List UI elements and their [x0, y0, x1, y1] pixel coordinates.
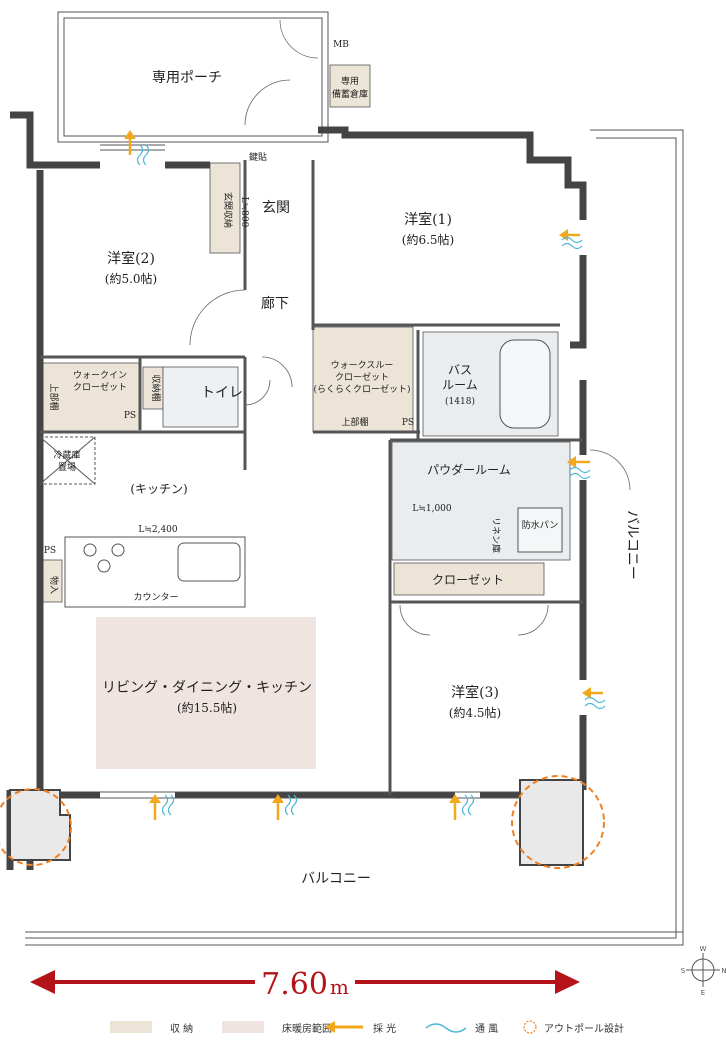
- legend-storage-swatch: [110, 1021, 152, 1033]
- light-arrow: [449, 794, 461, 820]
- storage-shelf-label: 収納棚: [150, 374, 162, 401]
- door-swings: [189, 19, 631, 636]
- balcony-outline: [25, 129, 684, 946]
- toilet-area: [162, 366, 239, 428]
- ps-label-1: PS: [124, 411, 136, 421]
- walkin-label-1: ウォークイン: [73, 370, 127, 381]
- toilet-label: トイレ: [201, 385, 243, 401]
- room3-size: (約4.5帖): [449, 705, 501, 720]
- lock-label: 鍵貼: [249, 151, 267, 163]
- closet-area: [393, 562, 545, 596]
- kitchen-label: (キッチン): [130, 482, 187, 496]
- upper-shelf-label-2: 上部棚: [341, 416, 368, 428]
- entrance-storage-dim: L≒800: [239, 197, 249, 228]
- mb-label: MB: [333, 40, 349, 50]
- entrance-label: 玄関: [262, 199, 290, 216]
- compass-e: E: [701, 989, 705, 997]
- washpan-label: 防水パン: [522, 519, 558, 531]
- powder-label: パウダールーム: [427, 462, 511, 477]
- fridge-label-1: 冷蔵庫: [53, 449, 80, 461]
- room1-size: (約6.5帖): [402, 232, 454, 247]
- ldk-name: リビング・ダイニング・キッチン: [102, 680, 312, 696]
- storage-label-2: 備蓄倉庫: [332, 88, 368, 100]
- light-arrow: [272, 794, 284, 820]
- upper-shelf-label: 上部棚: [48, 383, 60, 410]
- fridge-label-2: 置場: [58, 461, 76, 473]
- closet-label: クローゼット: [432, 573, 504, 587]
- light-arrow: [124, 130, 136, 155]
- legend-floor-heating-label: 床暖房範囲: [282, 1023, 332, 1035]
- legend-ventilation-label: 通 風: [475, 1023, 499, 1035]
- bath-size: (1418): [445, 396, 475, 407]
- room2-size: (約5.0帖): [105, 271, 157, 286]
- walkthrough-label-2: クローゼット: [335, 371, 389, 383]
- ps-label-3: PS: [44, 546, 56, 556]
- light-arrow: [567, 456, 590, 468]
- bathtub: [499, 339, 551, 429]
- legend-outpole-label: アウトポール設計: [544, 1023, 624, 1035]
- porch-outline: [57, 11, 329, 143]
- interior-walls: [40, 160, 583, 795]
- legend-outpole: アウトポール設計: [522, 1018, 624, 1036]
- vanity-dim: L≒1,000: [412, 504, 452, 514]
- storage-label-1: 専用: [341, 75, 359, 87]
- outpole-circle-left: [0, 788, 72, 866]
- windows: [100, 144, 520, 799]
- bath-label-1: バス: [448, 363, 472, 377]
- light-arrow: [582, 687, 603, 699]
- kitchen-counter: [39, 436, 246, 608]
- floor-heating-area: [96, 617, 316, 769]
- porch-label: 専用ポーチ: [152, 70, 222, 86]
- compass-w: W: [700, 945, 707, 953]
- ldk-size: (約15.5帖): [177, 700, 237, 715]
- light-arrows: [124, 130, 603, 820]
- outpole-circle-right: [511, 775, 605, 869]
- walkthrough-label-1: ウォークスルー: [331, 360, 394, 371]
- room2-name: 洋室(2): [107, 250, 155, 267]
- legend-ventilation: 通 風: [425, 1018, 498, 1036]
- entrance-storage-label: 玄関収納: [222, 192, 234, 228]
- room1-name: 洋室(1): [404, 211, 452, 228]
- storage-small-label: 物入: [48, 576, 60, 594]
- counter-dim: L≒2,400: [138, 525, 178, 535]
- room3-name: 洋室(3): [451, 684, 499, 701]
- balcony-bottom-label: バルコニー: [301, 871, 371, 887]
- bath-label-2: ルーム: [442, 378, 478, 392]
- entrance-storage-area: [209, 162, 241, 254]
- legend-floor-heating-swatch: [222, 1021, 264, 1033]
- counter-label: カウンター: [133, 592, 178, 603]
- balcony-side-label: バルコニー: [624, 510, 640, 580]
- hallway-label: 廊下: [261, 295, 289, 312]
- compass: [686, 953, 720, 987]
- legend-storage: 収 納: [110, 1018, 193, 1036]
- outpole-icon: [523, 1020, 537, 1034]
- legend: 収 納 床暖房範囲 採 光 通 風 アウトポール設計: [0, 1010, 726, 1045]
- dimension-line: [30, 970, 580, 994]
- light-arrow-icon: [325, 1021, 363, 1033]
- wind-marks: [136, 144, 606, 816]
- compass-n: N: [721, 967, 726, 975]
- labels: MB 専用 備蓄倉庫 専用ポーチ 鍵貼 玄関 玄関収納 L≒800 洋室(2) …: [44, 40, 640, 887]
- walkin-label-2: クローゼット: [73, 381, 127, 393]
- linen-label: リネン庫: [490, 517, 502, 553]
- legend-floor-heating: 床暖房範囲: [222, 1018, 332, 1036]
- walkthrough-label-3: (らくらくクローゼット): [313, 383, 410, 395]
- wind-icon: [425, 1023, 467, 1033]
- light-arrow: [149, 794, 161, 820]
- outpole-columns: [9, 779, 584, 866]
- legend-storage-label: 収 納: [170, 1023, 194, 1035]
- washpan-box: [517, 507, 563, 553]
- emergency-storage: [329, 64, 371, 108]
- ps-label-2: PS: [402, 418, 414, 428]
- compass-s: S: [681, 967, 686, 975]
- legend-light: 採 光: [325, 1018, 396, 1036]
- legend-light-label: 採 光: [373, 1023, 397, 1035]
